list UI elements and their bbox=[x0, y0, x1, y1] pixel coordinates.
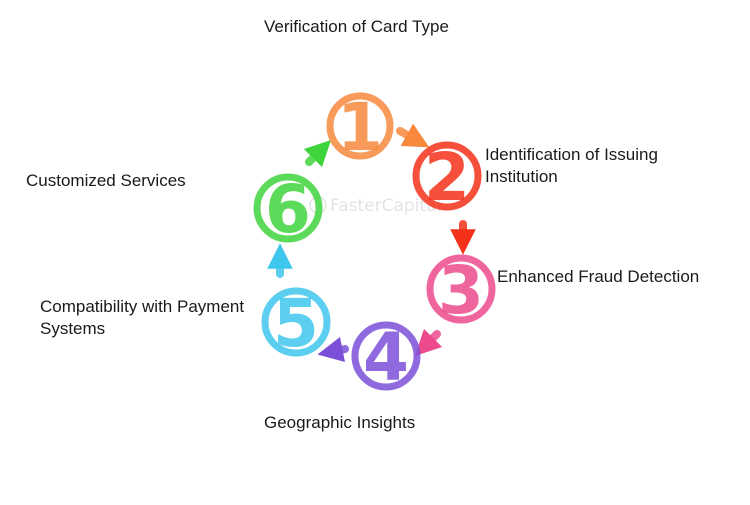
step-4-circle bbox=[351, 321, 421, 391]
step-node-1: 1 bbox=[326, 89, 394, 166]
step-3-label: Enhanced Fraud Detection bbox=[497, 267, 700, 286]
step-node-6: 6 bbox=[253, 171, 323, 248]
step-1-circle bbox=[326, 92, 394, 160]
step-node-3: 3 bbox=[426, 252, 496, 329]
arrow-3-to-4 bbox=[414, 328, 443, 357]
step-4-number: 4 bbox=[363, 319, 409, 396]
step-2-label: Identification of Issuing Institution bbox=[485, 145, 658, 186]
step-2-circle bbox=[412, 141, 482, 211]
step-6-number: 6 bbox=[265, 171, 311, 248]
step-5-number: 5 bbox=[273, 285, 319, 362]
step-4-label: Geographic Insights bbox=[264, 413, 416, 432]
connector-arrows bbox=[267, 123, 476, 363]
arrow-1-to-2 bbox=[396, 123, 430, 148]
step-node-2: 2 bbox=[412, 139, 482, 216]
step-3-number: 3 bbox=[438, 252, 484, 329]
step-3-circle bbox=[426, 254, 496, 324]
arrow-4-to-5 bbox=[317, 336, 349, 363]
step-1-number: 1 bbox=[337, 89, 383, 166]
step-5-circle bbox=[261, 287, 331, 357]
step-6-circle bbox=[253, 173, 323, 243]
step-2-number: 2 bbox=[424, 139, 470, 216]
watermark-text: FasterCapital bbox=[330, 196, 441, 216]
step-5-label: Compatibility with Payment Systems bbox=[40, 297, 245, 338]
step-node-4: 4 bbox=[351, 319, 421, 396]
step-6-label: Customized Services bbox=[26, 171, 186, 190]
step-1-label: Verification of Card Type bbox=[264, 17, 449, 36]
arrow-6-to-1 bbox=[303, 139, 332, 168]
step-node-5: 5 bbox=[261, 285, 331, 362]
